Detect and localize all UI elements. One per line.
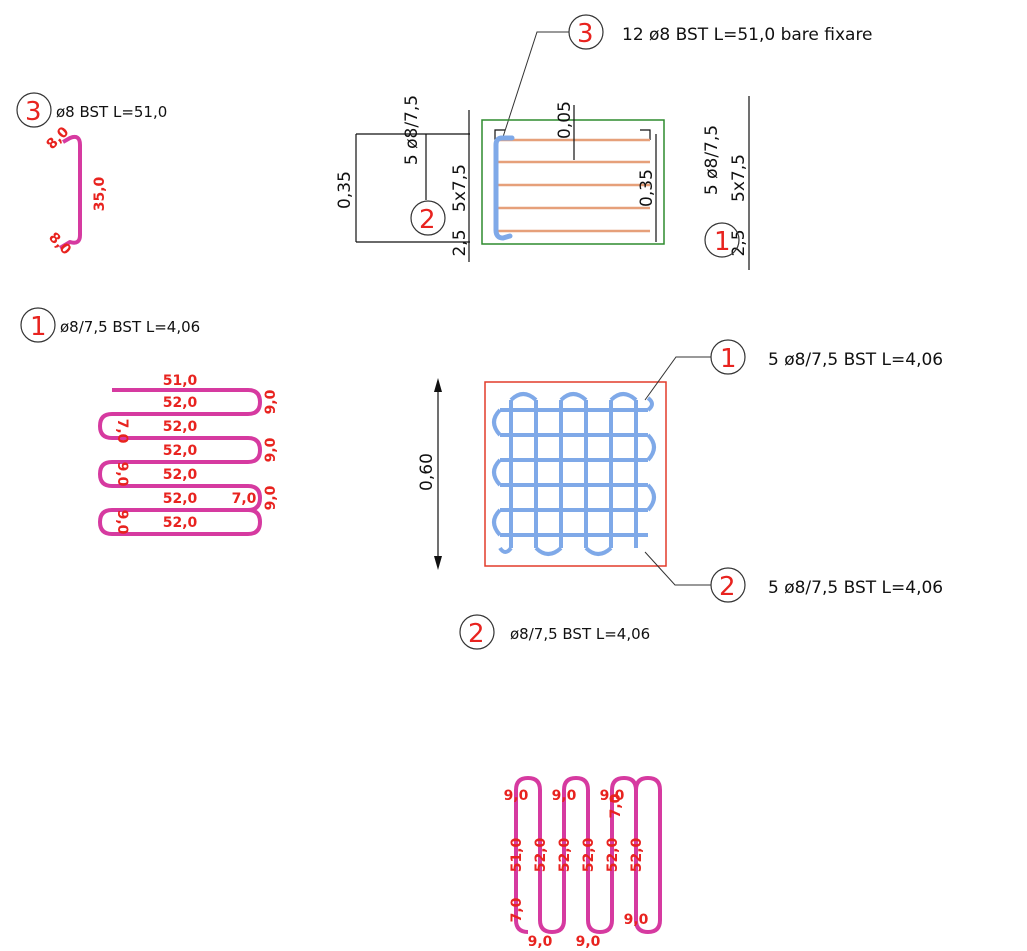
bar3-detail: 3 ø8 BST L=51,0 8,0 35,0 8,0 xyxy=(16,92,167,259)
bar1-number: 1 xyxy=(30,312,47,342)
bar2-dim: 52,0 xyxy=(581,837,597,872)
mesh-bend xyxy=(509,392,638,402)
bar3-seg-bot: 8,0 xyxy=(45,230,74,259)
plan-callout-number-2: 2 xyxy=(719,572,736,602)
bar1-shape xyxy=(98,388,262,536)
bar2-shape xyxy=(514,776,662,934)
dim-arrow-bottom xyxy=(434,556,442,570)
dim-arrow-top xyxy=(434,378,442,392)
marker-circle-2 xyxy=(410,200,446,236)
bar2-bottom: 9,0 xyxy=(528,934,553,950)
bar3-seg-top: 8,0 xyxy=(44,124,73,153)
plan-callout-text-2: 5 ø8/7,5 BST L=4,06 xyxy=(768,578,943,598)
inner-top-dim: 0,05 xyxy=(555,101,575,139)
bar2-top: 9,0 xyxy=(600,788,625,804)
bar2-dim: 52,0 xyxy=(629,837,645,872)
bar2-top: 7,0 xyxy=(608,793,624,818)
inner-height-dim: 0,35 xyxy=(637,169,657,207)
mesh-bend xyxy=(498,546,613,556)
plan-outline xyxy=(484,381,667,567)
bar1-side: 9,0 xyxy=(114,510,130,535)
bar1-side: 7,0 xyxy=(232,491,257,507)
section-view: 3 12 ø8 BST L=51,0 bare fixare 0,35 5 ø8… xyxy=(335,14,873,270)
bar2-top: 9,0 xyxy=(504,788,529,804)
leader-line-1 xyxy=(644,356,711,401)
bar2-dim: 52,0 xyxy=(533,837,549,872)
left-edge-label: 2,5 xyxy=(450,229,470,256)
callout-circle-3 xyxy=(16,92,52,128)
bar1-dim: 52,0 xyxy=(163,491,198,507)
bar2-detail: 2 ø8/7,5 BST L=4,06 51,0 52,0 52,0 52,0 … xyxy=(459,614,662,950)
bar1-side: 9,0 xyxy=(263,485,279,510)
bar3-number: 3 xyxy=(25,97,42,127)
mesh-grid xyxy=(492,392,656,556)
bar1-dim: 51,0 xyxy=(163,373,198,389)
bar1-side: 9,0 xyxy=(263,437,279,462)
callout-circle-2 xyxy=(459,614,495,650)
bar2-dim: 51,0 xyxy=(509,837,525,872)
right-pitch-label: 5x7,5 xyxy=(729,154,749,202)
bar1-dim: 52,0 xyxy=(163,515,198,531)
plan-callout-text-1: 5 ø8/7,5 BST L=4,06 xyxy=(768,350,943,370)
bar2-dim: 52,0 xyxy=(605,837,621,872)
bar1-side: 7,0 xyxy=(114,419,130,444)
left-pitch-label: 5x7,5 xyxy=(450,164,470,212)
bar1-dim: 52,0 xyxy=(163,395,198,411)
mesh-bend xyxy=(492,408,502,537)
bar2-bottom: 7,0 xyxy=(509,897,525,922)
marker-number-2: 2 xyxy=(419,205,436,235)
bar2-label: ø8/7,5 BST L=4,06 xyxy=(510,625,650,643)
marker-circle-1 xyxy=(704,222,740,258)
plan-callout-number-1: 1 xyxy=(720,344,737,374)
plan-view: 0,60 1 5 ø8/7,5 BST L=4,06 xyxy=(417,339,943,603)
bar1-dim: 52,0 xyxy=(163,443,198,459)
left-spacing-label: 5 ø8/7,5 xyxy=(402,95,422,165)
bar1-side: 9,0 xyxy=(263,389,279,414)
section-outline xyxy=(481,119,665,245)
corner-mark-tl xyxy=(494,129,505,140)
callout-text-3: 12 ø8 BST L=51,0 bare fixare xyxy=(622,25,873,45)
marker-number-1: 1 xyxy=(714,227,731,257)
right-spacing-label: 5 ø8/7,5 xyxy=(702,125,722,195)
bar3-shape xyxy=(58,134,82,250)
corner-mark-tr xyxy=(640,129,651,140)
leader-line-2 xyxy=(644,551,711,586)
callout-circle-1 xyxy=(20,307,56,343)
mesh-bend xyxy=(646,396,656,512)
height-dim: 0,35 xyxy=(335,171,355,209)
bar2-bottom: 9,0 xyxy=(624,912,649,928)
bar2-number: 2 xyxy=(468,619,485,649)
leader-line-3 xyxy=(502,31,569,138)
stirrup-bar-3 xyxy=(493,135,515,241)
bar2-bottom: 9,0 xyxy=(576,934,601,950)
bar1-dim: 52,0 xyxy=(163,419,198,435)
bar2-top: 9,0 xyxy=(552,788,577,804)
bar3-label: ø8 BST L=51,0 xyxy=(56,103,167,121)
plan-width-dim: 0,60 xyxy=(417,453,437,491)
bar1-label: ø8/7,5 BST L=4,06 xyxy=(60,318,200,336)
bar3-seg-mid: 35,0 xyxy=(92,176,108,211)
callout-number-3: 3 xyxy=(577,19,594,49)
bar2-dim: 52,0 xyxy=(557,837,573,872)
bar1-dim: 52,0 xyxy=(163,467,198,483)
bar1-side: 9,0 xyxy=(114,462,130,487)
bar1-detail: 1 ø8/7,5 BST L=4,06 51,0 52,0 52,0 52,0 … xyxy=(20,307,279,536)
